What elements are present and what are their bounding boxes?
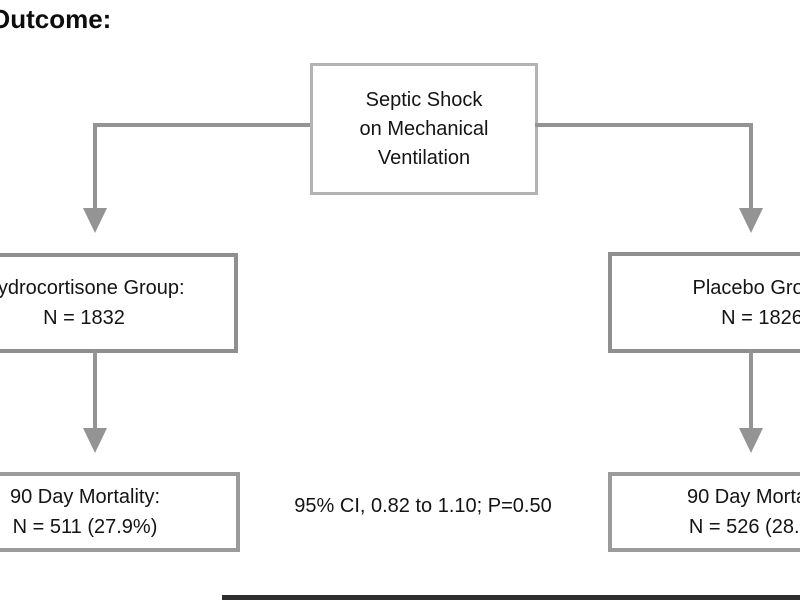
placebo-group-label: Placebo Group: — [692, 276, 800, 299]
connector-left-horizontal — [93, 123, 310, 127]
mortality-box-hydrocortisone: 90 Day Mortality: N = 511 (27.9%) — [0, 472, 240, 552]
arrow-down-icon — [739, 208, 763, 233]
placebo-group-n: N = 1826 — [721, 306, 800, 329]
mortality-box-placebo: 90 Day Mortality: N = 526 (28.8%) — [608, 472, 800, 552]
root-box-line3: Ventilation — [377, 146, 471, 169]
root-box-line1: Septic Shock — [365, 88, 483, 111]
connector-right-vertical — [749, 123, 753, 210]
connector-right-horizontal — [535, 123, 753, 127]
hydrocortisone-group-box: Hydrocortisone Group: N = 1832 — [0, 253, 238, 353]
connector-left-group-to-outcome — [93, 351, 97, 430]
placebo-group-box: Placebo Group: N = 1826 — [608, 252, 800, 353]
arrow-down-icon — [739, 428, 763, 453]
mortality-right-label: 90 Day Mortality: — [686, 486, 800, 508]
mortality-left-n: N = 511 (27.9%) — [12, 516, 158, 538]
stat-annotation: 95% CI, 0.82 to 1.10; P=0.50 — [294, 495, 552, 517]
mortality-left-label: 90 Day Mortality: — [9, 486, 161, 508]
connector-right-group-to-outcome — [749, 351, 753, 430]
mortality-right-n: N = 526 (28.8%) — [688, 516, 800, 538]
root-box-septic-shock: Septic Shock on Mechanical Ventilation — [310, 63, 538, 195]
page-title: Outcome: — [0, 4, 112, 34]
hydrocortisone-group-n: N = 1832 — [43, 307, 125, 329]
arrow-down-icon — [83, 428, 107, 453]
root-box-line2: on Mechanical — [359, 117, 489, 140]
connector-left-vertical — [93, 123, 97, 210]
arrow-down-icon — [83, 208, 107, 233]
hydrocortisone-group-label: Hydrocortisone Group: — [0, 277, 185, 299]
bottom-edge-bar — [222, 595, 800, 600]
